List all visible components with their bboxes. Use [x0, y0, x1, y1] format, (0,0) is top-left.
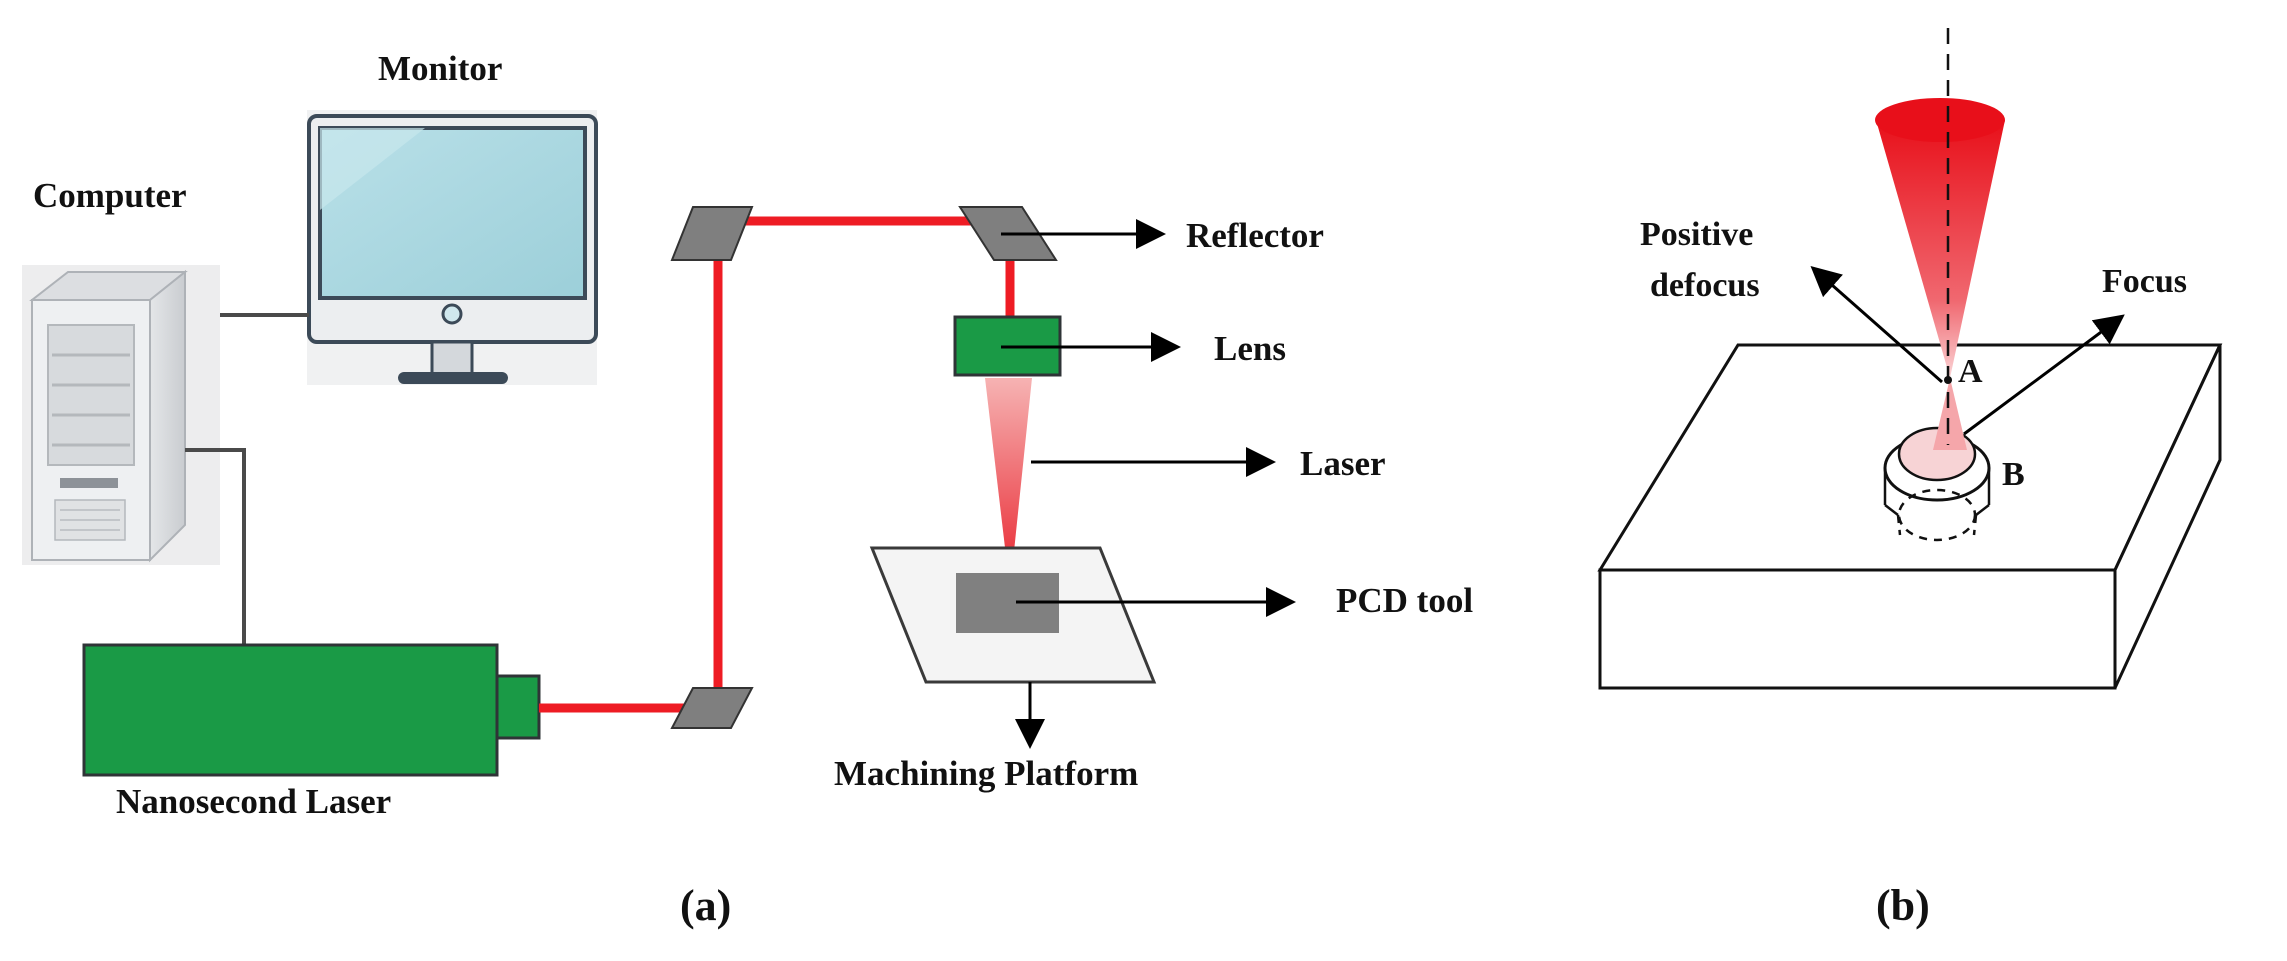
laser-cable	[185, 448, 246, 645]
positive-defocus-label-line2: defocus	[1650, 267, 1760, 304]
focused-laser-beam	[985, 378, 1032, 590]
positive-defocus-arrow	[1810, 266, 1943, 384]
pcd-tool-label: PCD tool	[1336, 581, 1473, 620]
computer-label: Computer	[33, 176, 187, 215]
reflector-upper-left	[670, 206, 754, 261]
panel-b: Positive defocus Focus A B (b)	[1597, 28, 2223, 930]
nanosecond-laser-body	[82, 643, 541, 777]
reflector-lower-left	[670, 687, 754, 729]
monitor-label: Monitor	[378, 49, 502, 88]
nanosecond-laser-label: Nanosecond Laser	[116, 782, 391, 821]
workpiece-block	[1597, 343, 2223, 690]
positive-defocus-label-line1: Positive	[1640, 216, 1753, 253]
laser-cone	[1875, 98, 2005, 450]
computer-tower-icon	[22, 265, 220, 565]
panel-a-caption: (a)	[680, 881, 731, 930]
reflector-label: Reflector	[1186, 216, 1324, 255]
monitor-icon	[307, 110, 598, 385]
panel-b-caption: (b)	[1876, 881, 1930, 930]
point-b-label: B	[2002, 456, 2025, 493]
point-a-dot	[1944, 376, 1952, 384]
laser-label: Laser	[1300, 444, 1386, 483]
point-a-label: A	[1958, 353, 1983, 390]
machining-platform-label: Machining Platform	[834, 754, 1138, 793]
focus-arrow	[1963, 314, 2125, 436]
panel-a: Monitor Computer Nanosecond Laser Reflec…	[22, 49, 1473, 930]
focus-label: Focus	[2102, 263, 2187, 300]
lens-label: Lens	[1214, 329, 1286, 368]
